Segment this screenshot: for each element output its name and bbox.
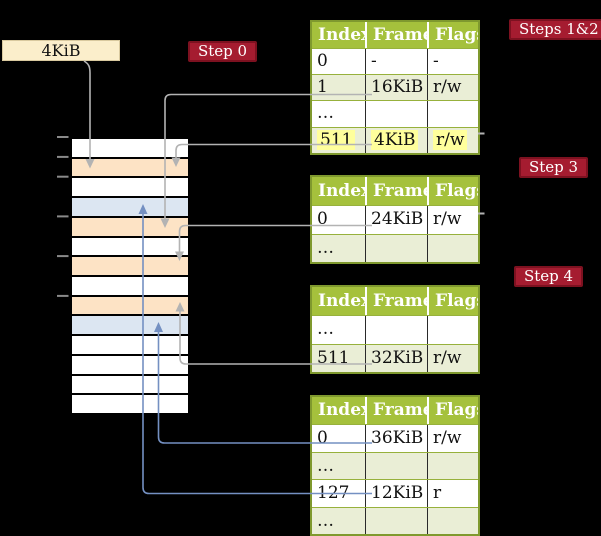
table-cell: … [317,103,334,124]
memory-row [72,277,188,297]
table-header-cell: Frame [365,287,427,315]
memory-row [72,336,188,356]
memory-row [72,178,188,199]
memory-row [72,375,188,396]
memory-column [70,137,190,415]
highlighted-value: r/w [433,129,468,150]
memory-row [72,296,188,317]
table-cell: 0 [317,209,328,229]
table-cell: r/w [427,206,478,234]
memory-row [72,395,188,414]
size-label-box: 4KiB [2,40,120,61]
table-cell: 16KiB [365,75,427,101]
table-row: 0 -- [312,48,478,75]
memory-row [72,198,188,218]
table-header-cell: Index [318,25,365,45]
table-cell: 36KiB [365,425,427,452]
table-cell: 0 [317,51,328,71]
table-row: 511 4KiB r/w [312,126,478,153]
table-cell: 32KiB [365,344,427,372]
table-header-cell: Flags [427,177,478,205]
memory-row [72,217,188,238]
table-cell: 24KiB [365,206,427,234]
table-cell [365,316,427,344]
table-cell [365,234,427,262]
table-cell: r/w [427,127,478,153]
table-header-cell: Frame [365,397,427,424]
steps12-badge: Steps 1&2 [509,19,601,40]
table-cell: - [427,49,478,75]
step4-badge: Step 4 [514,266,584,287]
table-cell: r/w [427,344,478,372]
table-row: … [312,233,478,262]
table-cell: … [317,237,334,258]
table-cell: r [427,480,478,507]
highlighted-value: 511 [317,129,356,150]
table-header-row: IndexFrameFlags [312,177,478,205]
step0-badge: Step 0 [188,41,258,62]
table-header-cell: Frame [365,22,427,48]
table-cell [427,101,478,127]
table-header-row: IndexFrameFlags [312,22,478,48]
table-cell [427,234,478,262]
memory-row [72,158,188,179]
table-cell [365,101,427,127]
table-row: … [312,100,478,127]
table-header-row: IndexFrameFlags [312,397,478,424]
memory-row [72,355,188,376]
table-cell: 1 [317,77,328,98]
table-cell: - [365,49,427,75]
table-cell: 511 [312,128,365,153]
table-cell [365,452,427,479]
table-cell: r/w [427,75,478,101]
table-cell: 511 [317,347,350,368]
table-cell: 12KiB [365,480,427,507]
memory-tick-marks [57,136,69,297]
table-cell [427,507,478,534]
step3-badge: Step 3 [519,157,589,178]
table-header-cell: Flags [427,287,478,315]
memory-row [72,237,188,258]
table-cell: 127 [317,483,350,503]
table-cell [427,316,478,344]
table-cell: r/w [427,425,478,452]
table-cell: … [317,510,334,531]
table-header-cell: Flags [427,22,478,48]
table-cell [365,507,427,534]
table-cell: … [317,319,334,339]
table-cell [427,452,478,479]
page-table-step3: IndexFrameFlags 0 24KiBr/w … [310,175,480,264]
table-cell: … [317,455,334,476]
table-row: … [312,451,478,479]
table-cell: 0 [317,428,328,448]
highlighted-value: 4KiB [371,129,419,150]
memory-row [72,257,188,278]
table-header-cell: Index [318,400,365,420]
table-header-cell: Frame [365,177,427,205]
table-cell: 4KiB [365,127,427,153]
table-row: … [312,315,478,344]
memory-row [72,316,188,337]
table-header-cell: Flags [427,397,478,424]
table-header-row: IndexFrameFlags [312,287,478,315]
table-row: … [312,506,478,534]
memory-row [72,139,188,159]
table-header-cell: Index [318,181,365,201]
table-header-cell: Index [318,291,365,311]
